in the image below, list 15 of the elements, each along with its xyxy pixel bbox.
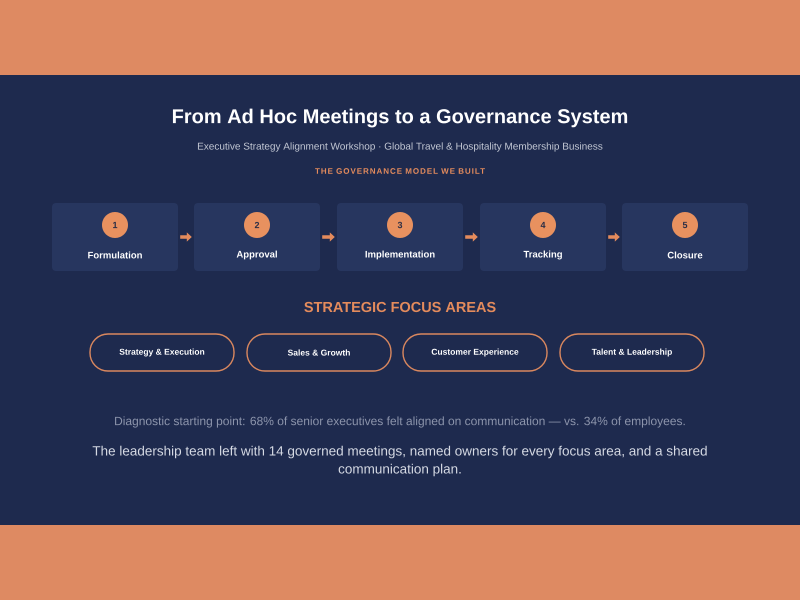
number-badge: 4 [530, 212, 556, 238]
number-badge: 5 [672, 212, 698, 238]
focus-pill: Strategy & Execution [89, 333, 235, 372]
subtitle: Executive Strategy Alignment Workshop · Global Travel & Hospitality Membership Business [198, 142, 602, 152]
title: From Ad Hoc Meetings to a Governance System [172, 108, 628, 128]
section-heading: THE GOVERNANCE MODEL WE BUILT [315, 168, 485, 174]
number-badge: 3 [387, 212, 413, 238]
focus-pill: Talent & Leadership [559, 333, 705, 372]
focus-pill: Sales & Growth [246, 333, 392, 372]
number-badge: 1 [102, 212, 128, 238]
number-badge: 2 [244, 212, 270, 238]
section-heading: STRATEGIC FOCUS AREAS [304, 302, 496, 312]
note-text: Diagnostic starting point: 68% of senior executives felt aligned on communication — vs. 34% of employees. [115, 416, 685, 428]
summary-text: The leadership team left with 14 governed meetings, named owners for every focus area, and a shared communication plan. [92, 446, 707, 476]
focus-pill: Customer Experience [402, 333, 548, 372]
